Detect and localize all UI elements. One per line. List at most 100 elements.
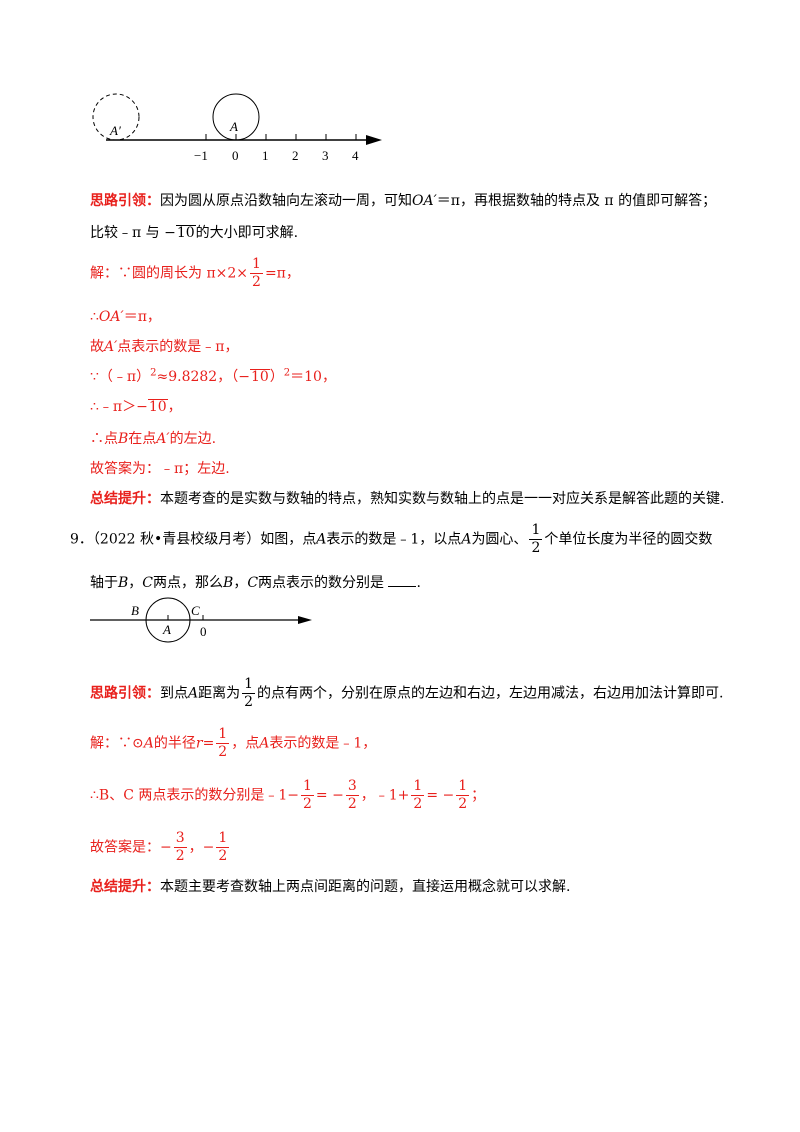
label-a: A <box>162 622 171 637</box>
fraction-numerator: 1 <box>216 830 230 848</box>
math-b: B <box>118 431 129 447</box>
summary-line: 总结提升：本题考查的是实数与数轴的特点，熟知实数与数轴上的点是一一对应关系是解答… <box>90 488 724 508</box>
hint-line-1: 思路引领：因为圆从原点沿数轴向左滚动一周，可知OA′＝π，再根据数轴的特点及 π… <box>90 190 716 210</box>
sqrt-ten: 10 <box>175 225 196 241</box>
math-b: B <box>118 575 129 591</box>
solution-text: ＝10， <box>290 369 336 385</box>
question-text: . <box>416 575 421 591</box>
fraction-denominator: 2 <box>218 848 228 864</box>
question-text: ， <box>233 575 248 591</box>
fraction-numerator: 3 <box>173 830 187 848</box>
sqrt-ten: 10 <box>249 369 270 385</box>
fraction-numerator: 1 <box>250 256 263 274</box>
tick-label: −1 <box>194 148 208 163</box>
hint-text: 的大小即可求解. <box>195 225 299 241</box>
question-text: 两点，那么 <box>153 575 224 591</box>
solution-text: 故 <box>90 339 104 355</box>
hint-text: 距离为 <box>198 685 241 702</box>
math-a: A <box>316 531 327 548</box>
question-text: 表示的数是﹣1，以点 <box>326 531 462 548</box>
hint-text: 比较﹣π 与 − <box>90 225 176 241</box>
label-c: C <box>191 603 200 618</box>
fraction-denominator: 2 <box>244 694 254 710</box>
circle-a <box>145 597 191 643</box>
answer-line: 故答案为：﹣π；左边. <box>90 461 230 477</box>
hint-text: 到点 <box>160 685 188 702</box>
math-a-prime: A′ <box>104 339 118 355</box>
question-9-line-2: 轴于B，C两点，那么B，C两点表示的数分别是 . <box>90 572 421 592</box>
solution-text: 的左边. <box>169 431 217 447</box>
hint-text: ＝π，再根据数轴的特点及 π 的值即可解答； <box>436 193 717 209</box>
solution-text: ， <box>167 399 182 415</box>
axis-arrow-icon <box>366 135 382 145</box>
fraction-denominator: 2 <box>252 274 261 290</box>
solution-text: ＝π， <box>123 309 161 325</box>
solution-text: 解：∵圆的周长为 π×2× <box>90 265 249 282</box>
fraction-numerator: 3 <box>345 778 359 796</box>
answer-text: 故答案是：− <box>90 839 172 856</box>
tick-label: 3 <box>322 148 329 163</box>
superscript: 2 <box>150 367 157 379</box>
solution-line-5: ∴﹣π＞−10， <box>90 396 182 416</box>
solution-text: ≈9.8282，（− <box>156 369 250 385</box>
fraction-numerator: 1 <box>529 522 543 540</box>
question-text: ， <box>128 575 143 591</box>
solution-text: ∴B、C 两点表示的数分别是﹣1− <box>90 787 299 804</box>
solution-text: 表示的数是﹣1， <box>269 735 377 752</box>
solution-text: ，﹣1+ <box>360 787 410 804</box>
solution-line-2: ∴OA′＝π， <box>90 306 161 326</box>
fraction-numerator: 1 <box>411 778 425 796</box>
solution-text: ∴点 <box>90 431 118 447</box>
math-oa-prime: OA′ <box>98 309 124 325</box>
summary-q9-line: 总结提升：本题主要考查数轴上两点间距离的问题，直接运用概念就可以求解. <box>90 876 570 896</box>
math-c: C <box>247 575 259 591</box>
figure-circle-on-number-line: B C A 0 <box>90 597 312 643</box>
dashed-circle-a-prime <box>92 93 140 141</box>
fraction-denominator: 2 <box>531 540 541 556</box>
fraction-denominator: 2 <box>413 796 423 812</box>
math-oa-prime: OA′ <box>412 193 437 209</box>
solution-text: ∵（﹣π） <box>90 369 151 385</box>
solution-text: = − <box>426 787 455 804</box>
fraction-denominator: 2 <box>303 796 312 812</box>
label-a-prime: A′ <box>109 123 121 138</box>
solution-text: 的半径 <box>153 735 196 752</box>
fraction-denominator: 2 <box>175 848 185 864</box>
fraction-denominator: 2 <box>347 796 357 812</box>
superscript: 2 <box>283 367 291 379</box>
solution-text: ∴﹣π＞− <box>90 399 148 415</box>
hint-text: 的点有两个，分别在原点的左边和右边，左边用减法，右边用加法计算即可. <box>257 685 724 702</box>
label-b: B <box>131 603 139 618</box>
hint-label: 思路引领： <box>90 193 160 209</box>
solution-text: =π， <box>264 265 300 282</box>
tick-label: 4 <box>352 148 359 163</box>
question-number: 9． <box>70 531 93 548</box>
solution-text: 解：∵⊙ <box>90 735 144 752</box>
fraction-numerator: 1 <box>456 778 470 796</box>
math-r: r <box>195 735 203 752</box>
solution-text: 点表示的数是﹣π， <box>117 339 239 355</box>
hint-text: 因为圆从原点沿数轴向左滚动一周，可知 <box>160 193 412 209</box>
question-text: 个单位长度为半径的圆交数 <box>544 531 713 548</box>
axis-arrow-icon <box>298 616 312 624</box>
solution-line-3: 故A′点表示的数是﹣π， <box>90 336 239 356</box>
fraction-numerator: 1 <box>301 778 314 796</box>
solution-text: = <box>202 735 215 752</box>
tick-label: 2 <box>292 148 299 163</box>
answer-text: ，− <box>188 839 215 856</box>
tick-label: 0 <box>232 148 239 163</box>
label-zero: 0 <box>200 624 207 639</box>
figure-rolling-circle-number-line: A′ A −1 0 1 2 3 4 <box>92 93 382 163</box>
math-c: C <box>142 575 154 591</box>
